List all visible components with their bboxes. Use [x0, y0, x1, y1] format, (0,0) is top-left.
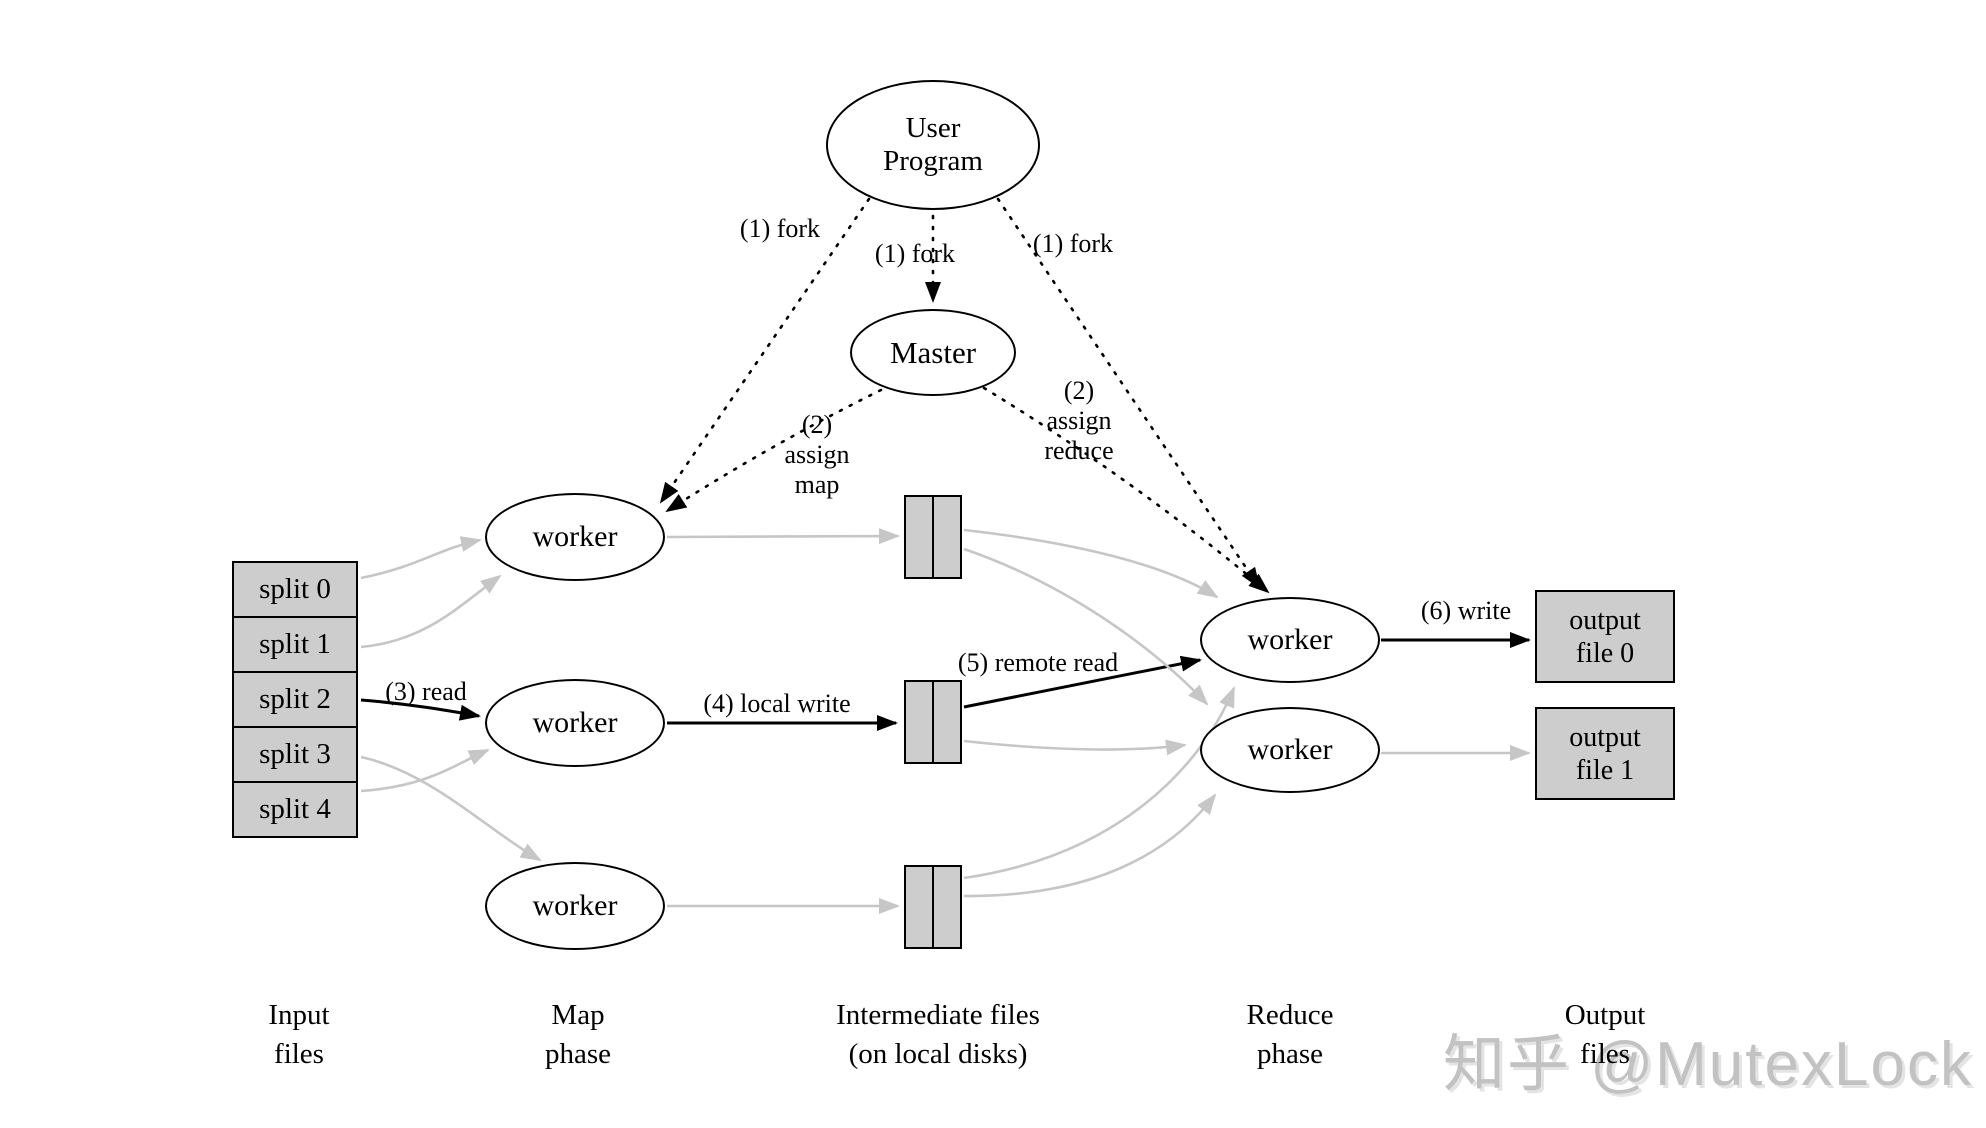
phase-input-line2: files: [274, 1038, 324, 1070]
node-map-worker-1: worker: [485, 493, 665, 581]
node-output-file-0: output file 0: [1535, 590, 1675, 683]
node-user-program: User Program: [826, 80, 1040, 210]
edge-intfile-top-to-reduce2: [963, 547, 1209, 706]
edge-fork-to-reduce-worker: [996, 197, 1261, 589]
output-file-0-line2: file 0: [1575, 637, 1635, 669]
phase-reduce-line1: Reduce: [1246, 999, 1334, 1031]
label-assign-map-line2: assign: [784, 440, 850, 469]
node-master: Master: [850, 309, 1016, 396]
output-file-1-label: output file 1: [1569, 721, 1641, 787]
edge-read: [360, 698, 481, 721]
phase-label-reduce-phase: Reduce phase: [1190, 996, 1390, 1074]
phase-reduce-line2: phase: [1256, 1038, 1324, 1070]
phase-intermediate-line1: Intermediate files: [836, 999, 1040, 1031]
label-assign-reduce-line1: (2): [1063, 376, 1095, 405]
intfile-bottom-cell-2: [932, 867, 960, 947]
label-read: (3) read: [385, 677, 467, 706]
map-worker-1-label: worker: [532, 520, 618, 553]
label-assign-map-line3: map: [794, 470, 840, 499]
label-assign-map: (2) assign map: [757, 410, 877, 500]
intfile-top-cell-1: [906, 497, 932, 577]
edge-worker1-to-intfile-top: [666, 528, 900, 545]
user-program-label: User Program: [883, 112, 983, 177]
edge-split3-to-worker3: [360, 755, 542, 862]
edge-split4-to-worker2: [360, 748, 490, 793]
edge-split1-to-worker1: [360, 574, 502, 649]
phase-intermediate-line2: (on local disks): [848, 1038, 1028, 1070]
node-input-splits: split 0 split 1 split 2 split 3 split 4: [232, 561, 358, 838]
phase-label-intermediate-files: Intermediate files (on local disks): [798, 996, 1078, 1074]
split-0: split 0: [259, 573, 331, 605]
edge-remote-read: [963, 655, 1202, 709]
label-assign-reduce-line3: reduce: [1044, 436, 1114, 465]
output-file-0-line1: output: [1569, 604, 1641, 636]
node-output-file-1: output file 1: [1535, 707, 1675, 800]
edge-intfile-bottom-to-reduce2: [963, 793, 1217, 898]
edge-intfile-bottom-to-reduce1: [963, 686, 1236, 880]
output-file-1-line1: output: [1569, 721, 1641, 753]
split-2: split 2: [234, 671, 356, 726]
phase-label-input-files: Input files: [199, 996, 399, 1074]
phase-label-map-phase: Map phase: [478, 996, 678, 1074]
phase-label-output-files: Output files: [1505, 996, 1705, 1074]
map-worker-2-label: worker: [532, 706, 618, 739]
reduce-worker-2-label: worker: [1247, 733, 1333, 766]
label-write: (6) write: [1420, 596, 1512, 625]
phase-output-line2: files: [1580, 1038, 1630, 1070]
phase-input-line1: Input: [268, 999, 330, 1031]
edge-assign-reduce: [982, 386, 1270, 594]
edge-intfile-mid-to-reduce2: [963, 739, 1187, 756]
node-intfile-mid: [904, 680, 962, 764]
edge-assign-map: [665, 388, 883, 513]
label-fork-center: (1) fork: [874, 239, 956, 268]
label-assign-map-line1: (2): [801, 410, 833, 439]
split-4: split 4: [234, 781, 356, 836]
node-map-worker-2: worker: [485, 679, 665, 767]
phase-map-line2: phase: [544, 1038, 612, 1070]
node-intfile-bottom: [904, 865, 962, 949]
node-intfile-top: [904, 495, 962, 579]
watermark-zhihu-mutexlock: 知乎 @MutexLock: [1443, 1030, 1973, 1099]
label-assign-reduce-line2: assign: [1046, 406, 1112, 435]
intfile-top-cell-2: [932, 497, 960, 577]
phase-map-line1: Map: [551, 999, 605, 1031]
intfile-bottom-cell-1: [906, 867, 932, 947]
phase-output-line1: Output: [1564, 999, 1646, 1031]
intfile-mid-cell-1: [906, 682, 932, 762]
edge-intfile-top-to-reduce1: [963, 528, 1219, 599]
output-file-1-line2: file 1: [1575, 754, 1635, 786]
node-reduce-worker-1: worker: [1200, 597, 1380, 683]
output-file-0-label: output file 0: [1569, 604, 1641, 670]
split-1: split 1: [234, 616, 356, 671]
node-map-worker-3: worker: [485, 862, 665, 950]
map-worker-3-label: worker: [532, 889, 618, 922]
reduce-worker-1-label: worker: [1247, 623, 1333, 656]
label-fork-left: (1) fork: [739, 214, 821, 243]
label-remote-read: (5) remote read: [957, 648, 1119, 677]
edge-split0-to-worker1: [360, 536, 482, 580]
intfile-mid-cell-2: [932, 682, 960, 762]
split-3: split 3: [234, 726, 356, 781]
label-local-write: (4) local write: [703, 689, 851, 718]
node-reduce-worker-2: worker: [1200, 707, 1380, 793]
label-fork-right: (1) fork: [1032, 229, 1114, 258]
label-assign-reduce: (2) assign reduce: [1019, 376, 1139, 466]
master-label: Master: [889, 334, 977, 370]
